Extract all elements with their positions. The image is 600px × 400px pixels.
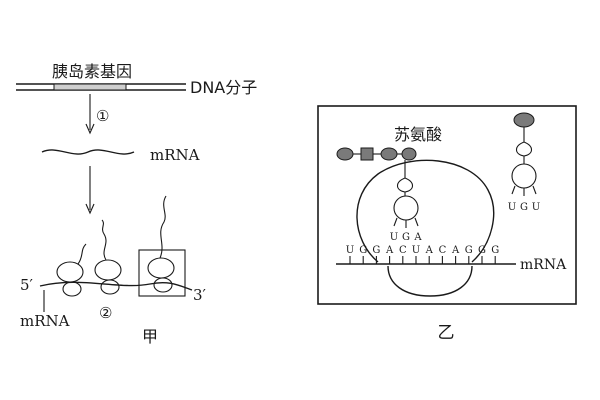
gene-label: 胰岛素基因: [52, 62, 132, 81]
mrna-base: U: [346, 245, 354, 256]
mrna-ticks: [349, 256, 496, 264]
ribosome-1: [56, 243, 87, 297]
three-prime-label: 3′: [193, 286, 207, 304]
amino-acid-threonine: [401, 147, 417, 161]
anticodon-2-base-1: U: [508, 202, 516, 213]
anticodon-2-base-2: G: [520, 202, 528, 213]
arrow-head-1: [85, 123, 95, 135]
right-mrna-label: mRNA: [520, 257, 567, 273]
mrna-base: G: [465, 245, 473, 256]
mrna-base: G: [359, 245, 367, 256]
panel-frame: [317, 105, 577, 305]
mrna-wave: [41, 149, 135, 155]
mrna-base: A: [451, 245, 460, 256]
amino-acid-1: [336, 147, 354, 161]
amino-acid-2: [360, 147, 374, 161]
mrna-base: G: [372, 245, 380, 256]
mrna-base: A: [425, 245, 434, 256]
panel-jia: 胰岛素基因 DNA分子 ① mRNA 5′ 3′: [16, 62, 257, 346]
trna-2-amino-acid: [513, 112, 535, 128]
step2-label: ②: [99, 304, 112, 322]
step1-label: ①: [96, 107, 109, 125]
mrna-bottom-label: mRNA: [20, 312, 70, 330]
panel-label-jia: 甲: [142, 327, 158, 346]
mrna-base: A: [385, 245, 394, 256]
ribosome-2: [94, 219, 122, 295]
anticodon-1-base-1: U: [390, 232, 398, 243]
ribosome-large-subunit: [356, 159, 495, 263]
dna-label: DNA分子: [190, 78, 257, 97]
anticodon-2-base-3: U: [532, 202, 540, 213]
anticodon-1-base-2: G: [402, 232, 410, 243]
highlight-box: [138, 249, 186, 297]
panel-label-yi: 乙: [438, 323, 455, 343]
polypeptide-3: [159, 195, 167, 259]
mrna-base: C: [439, 245, 447, 256]
mrna-base: C: [399, 245, 407, 256]
mrna-base: G: [491, 245, 499, 256]
mrna-label: mRNA: [150, 146, 200, 164]
five-prime-label: 5′: [20, 276, 34, 294]
trna-2: [511, 112, 537, 196]
arrow-head-2: [85, 203, 95, 215]
amino-acid-3: [380, 147, 398, 161]
trna-1: [393, 160, 419, 228]
anticodon-1-base-3: A: [413, 232, 422, 243]
gene-segment: [53, 83, 127, 91]
ribosome-small-subunit: [387, 265, 473, 297]
mrna-base: G: [478, 245, 486, 256]
mrna-base: U: [412, 245, 420, 256]
polypeptide-2: [101, 219, 107, 261]
ribosome-3: [147, 195, 175, 293]
polypeptide-1: [77, 243, 87, 265]
amino-acid-label: 苏氨酸: [394, 125, 442, 144]
